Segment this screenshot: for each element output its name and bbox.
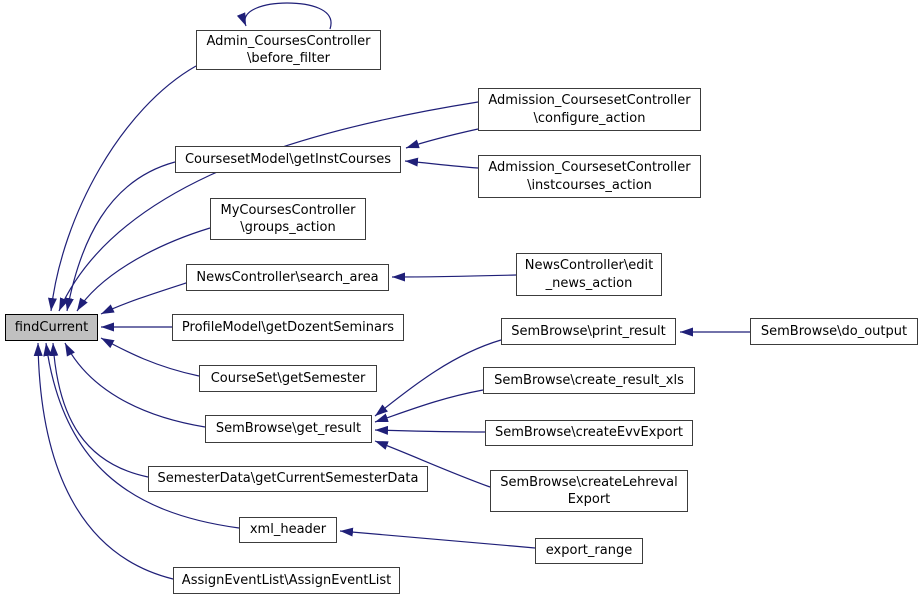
node-sembrowse-print-result[interactable]: SemBrowse\print_result: [501, 318, 676, 345]
node-label: Admission_CoursesetController: [488, 93, 691, 109]
node-xml-header[interactable]: xml_header: [239, 517, 337, 543]
edge-self-loop-before-filter: [236, 2, 332, 30]
edge-instcourses-action-to-getinstcourses: [404, 157, 479, 169]
node-label: ProfileModel\getDozentSeminars: [181, 319, 395, 335]
node-sembrowse-create-result-xls[interactable]: SemBrowse\create_result_xls: [483, 367, 695, 394]
edge-groups-action-to-findcurrent: [76, 227, 211, 312]
edge-edit-news-action-to-search-area: [391, 272, 517, 282]
edge-createlehrevalexport-to-get-result: [374, 440, 491, 488]
node-label: CoursesetModel\getInstCourses: [184, 151, 392, 167]
node-label: Admission_CoursesetController: [488, 160, 691, 176]
edge-assigneventlist-to-findcurrent: [33, 342, 174, 580]
node-sembrowse-get-result[interactable]: SemBrowse\get_result: [205, 415, 372, 443]
edge-getsemester-to-findcurrent: [100, 337, 200, 377]
edge-export-range-to-xml-header: [339, 527, 536, 549]
node-admission-instcourses-action[interactable]: Admission_CoursesetController \instcours…: [478, 155, 701, 198]
edge-configure-action-to-getinstcourses: [405, 128, 479, 149]
node-sembrowse-do-output[interactable]: SemBrowse\do_output: [750, 318, 918, 345]
node-profilemodel-getdozentseminars[interactable]: ProfileModel\getDozentSeminars: [172, 314, 404, 341]
edge-print-result-to-get-result: [374, 339, 502, 417]
node-label: SemBrowse\create_result_xls: [494, 372, 684, 388]
edge-get-result-to-findcurrent: [64, 342, 206, 428]
node-sembrowse-createlehrevalexport[interactable]: SemBrowse\createLehreval Export: [490, 470, 688, 512]
node-label: \groups_action: [240, 220, 336, 235]
node-label: SemBrowse\do_output: [760, 323, 908, 339]
edge-before-filter-to-findcurrent: [48, 65, 197, 312]
node-admin-courses-before-filter[interactable]: Admin_CoursesController \before_filter: [196, 30, 381, 70]
edge-createevvexport-to-get-result: [374, 425, 486, 435]
node-label: NewsController\edit: [524, 258, 654, 274]
node-label: SemBrowse\print_result: [511, 323, 666, 339]
edge-configure-action-to-findcurrent: [58, 101, 479, 312]
node-label: findCurrent: [14, 319, 89, 335]
node-label: Export: [567, 492, 611, 507]
node-label: AssignEventList\AssignEventList: [181, 572, 392, 588]
node-sembrowse-createevvexport[interactable]: SemBrowse\createEvvExport: [485, 420, 693, 446]
node-label: SemBrowse\get_result: [215, 421, 362, 437]
node-label: \before_filter: [247, 51, 330, 66]
node-mycourses-groups-action[interactable]: MyCoursesController \groups_action: [210, 198, 366, 240]
edge-create-result-xls-to-get-result: [374, 389, 484, 423]
node-label: export_range: [545, 543, 633, 559]
node-label: MyCoursesController: [220, 202, 356, 218]
node-admission-configure-action[interactable]: Admission_CoursesetController \configure…: [478, 88, 701, 131]
node-newscontroller-search-area[interactable]: NewsController\search_area: [186, 264, 389, 291]
node-label: \instcourses_action: [527, 177, 652, 193]
node-label: SemesterData\getCurrentSemesterData: [157, 471, 419, 487]
edge-getcurrentsemesterdata-to-findcurrent: [49, 342, 149, 478]
node-assigneventlist[interactable]: AssignEventList\AssignEventList: [173, 567, 400, 594]
node-label: CourseSet\getSemester: [210, 370, 366, 386]
node-semesterdata-getcurrentsemesterdata[interactable]: SemesterData\getCurrentSemesterData: [148, 466, 428, 492]
edge-xml-header-to-findcurrent: [43, 342, 240, 529]
node-coursesetmodel-getinstcourses[interactable]: CoursesetModel\getInstCourses: [175, 146, 401, 173]
node-label: SemBrowse\createLehreval: [500, 474, 678, 490]
edge-search-area-to-findcurrent: [100, 282, 187, 315]
node-label: Admin_CoursesController: [206, 33, 371, 49]
node-newscontroller-edit-news-action[interactable]: NewsController\edit _news_action: [516, 253, 662, 296]
node-export-range[interactable]: export_range: [535, 538, 643, 564]
node-label: SemBrowse\createEvvExport: [494, 425, 684, 441]
node-label: \configure_action: [533, 110, 646, 126]
node-label: xml_header: [249, 522, 327, 538]
node-courseset-getsemester[interactable]: CourseSet\getSemester: [199, 365, 377, 392]
edge-getinstcourses-to-findcurrent: [64, 161, 176, 312]
node-findcurrent: findCurrent: [5, 314, 98, 341]
node-label: _news_action: [545, 275, 633, 291]
node-label: NewsController\search_area: [196, 269, 379, 285]
